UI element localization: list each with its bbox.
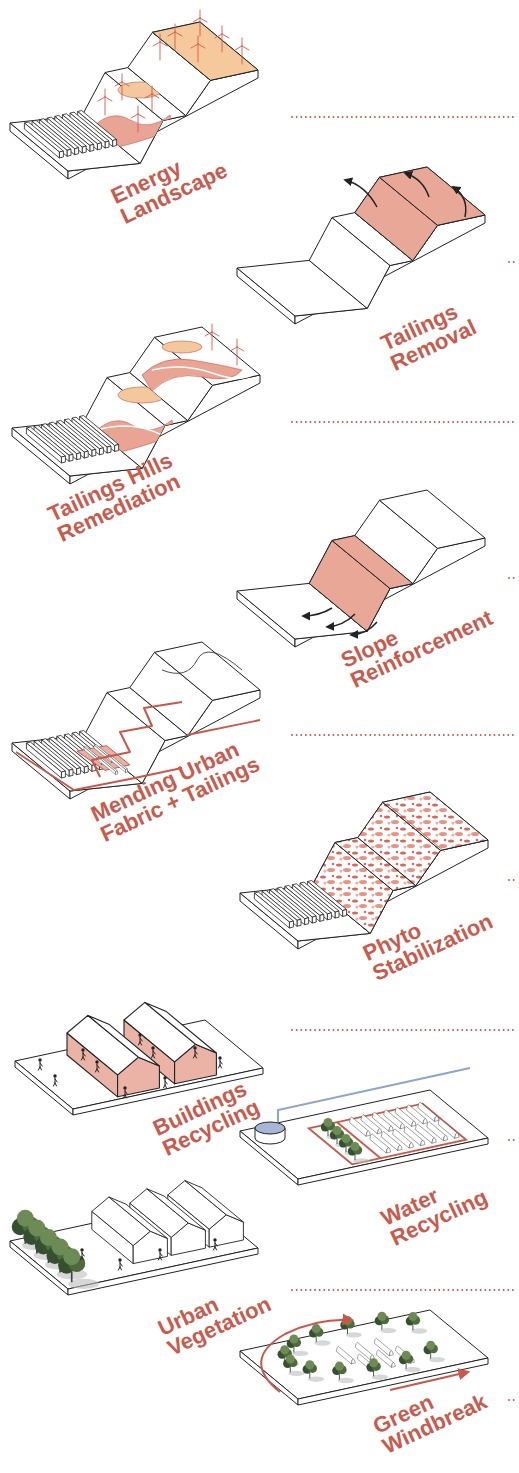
water-recycling-figure: [240, 1068, 488, 1185]
caption-label: Tailings Removal: [378, 289, 496, 375]
energy-landscape-figure: [10, 10, 258, 179]
tailings-removal-figure: [237, 167, 485, 324]
tailings-hills-figure: [12, 324, 260, 484]
urban-vegetation-figure: [10, 1181, 258, 1295]
caption-label: Water Recycling: [378, 1159, 505, 1250]
